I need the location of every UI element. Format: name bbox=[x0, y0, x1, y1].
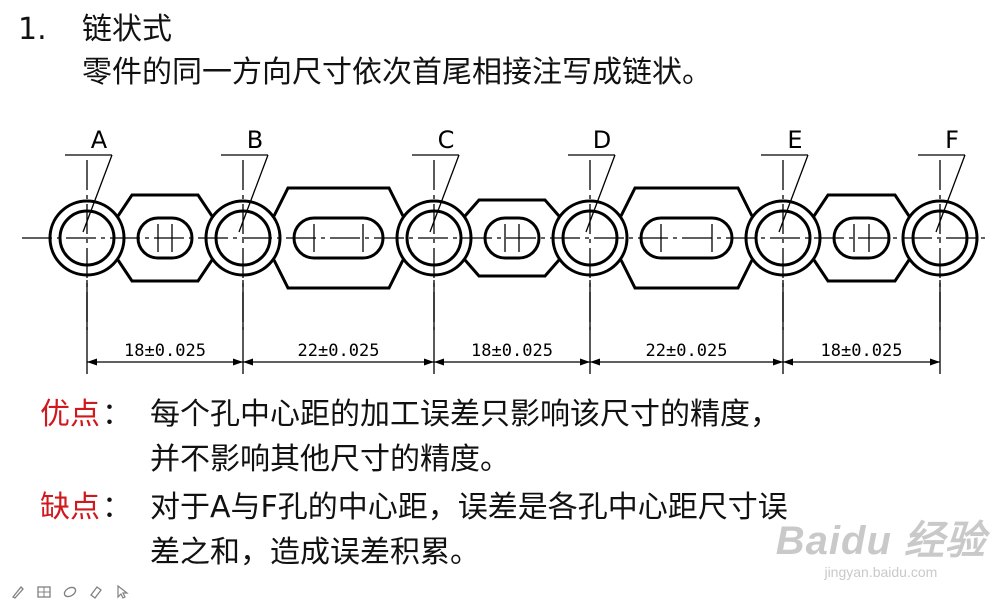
dimension-arrow-left-4 bbox=[590, 358, 600, 366]
baidu-watermark: Baidu 经验 jingyan.baidu.com bbox=[776, 518, 986, 580]
hole-label-E: E bbox=[787, 126, 802, 154]
grid-icon[interactable] bbox=[34, 582, 54, 602]
advantages-line1: 每个孔中心距的加工误差只影响该尺寸的精度， bbox=[150, 397, 780, 432]
hole-label-F: F bbox=[945, 126, 959, 154]
dimension-arrow-left-3 bbox=[434, 358, 444, 366]
pointer-icon[interactable] bbox=[112, 582, 132, 602]
watermark-logo: Baidu 经验 bbox=[775, 519, 986, 563]
pen-icon[interactable] bbox=[8, 582, 28, 602]
part-edge-bottom-5 bbox=[812, 259, 911, 283]
leader-line-E bbox=[778, 154, 809, 233]
diagram-labels: A B C D E F 18±0.025 22±0.025 18±0.025 22±0.025 18… bbox=[87, 126, 959, 366]
hole-label-B: B bbox=[247, 126, 263, 154]
disadvantages-line1: 对于A与F孔的中心距，误差是各孔中心距尺寸误 bbox=[150, 490, 788, 525]
dimension-text-2: 22±0.025 bbox=[298, 341, 380, 361]
eraser-icon[interactable] bbox=[60, 582, 80, 602]
dimension-arrow-right-2 bbox=[424, 358, 434, 366]
dimension-text-4: 22±0.025 bbox=[646, 341, 728, 361]
leader-line-F bbox=[935, 154, 966, 233]
heading-title: 链状式 bbox=[82, 12, 172, 47]
part-edge-bottom-1 bbox=[116, 259, 214, 283]
heading-description: 零件的同一方向尺寸依次首尾相接注写成链状。 bbox=[82, 55, 712, 90]
dimension-text-5: 18±0.025 bbox=[821, 341, 903, 361]
dimension-arrow-left-2 bbox=[243, 358, 253, 366]
slot-4 bbox=[639, 216, 734, 260]
watermark-url: jingyan.baidu.com bbox=[824, 564, 938, 580]
heading-number: 1. bbox=[18, 12, 47, 47]
dimension-arrow-right-3 bbox=[580, 358, 590, 366]
dimension-text-1: 18±0.025 bbox=[124, 341, 206, 361]
disadvantages-label: 缺点 bbox=[40, 490, 100, 525]
advantages-colon: ： bbox=[102, 397, 132, 432]
disadvantages-colon: ： bbox=[102, 490, 132, 525]
dimension-arrow-right-5 bbox=[930, 358, 940, 366]
slot-5 bbox=[832, 216, 891, 260]
construction-lines bbox=[22, 154, 985, 374]
part-edge-top-2 bbox=[272, 186, 405, 217]
part-edge-top-1 bbox=[116, 193, 214, 217]
part-edge-top-4 bbox=[619, 186, 754, 217]
part-edge-bottom-2 bbox=[272, 259, 405, 290]
hole-label-D: D bbox=[593, 126, 611, 154]
dimension-arrow-left-1 bbox=[87, 358, 97, 366]
part-edge-top-3 bbox=[463, 198, 561, 217]
slot-3 bbox=[483, 216, 541, 260]
dimension-arrow-left-5 bbox=[783, 358, 793, 366]
disadvantages-line2: 差之和，造成误差积累。 bbox=[150, 535, 480, 570]
slot-1 bbox=[136, 216, 194, 260]
hole-label-C: C bbox=[438, 126, 455, 154]
dimension-text-3: 18±0.025 bbox=[471, 341, 553, 361]
part-edge-bottom-4 bbox=[619, 259, 754, 290]
advantages-line2: 并不影响其他尺寸的精度。 bbox=[150, 442, 510, 477]
slot-2 bbox=[292, 216, 385, 260]
part-edge-top-5 bbox=[812, 193, 911, 217]
highlighter-icon[interactable] bbox=[86, 582, 106, 602]
leader-line-A bbox=[82, 154, 113, 233]
hole-label-A: A bbox=[91, 126, 108, 154]
dimension-arrow-right-4 bbox=[773, 358, 783, 366]
slideshow-toolbar bbox=[8, 580, 132, 604]
advantages-label: 优点 bbox=[40, 397, 100, 432]
dimension-arrow-right-1 bbox=[233, 358, 243, 366]
leader-line-C bbox=[429, 154, 460, 233]
leader-line-D bbox=[585, 154, 616, 233]
leader-line-B bbox=[238, 154, 269, 233]
chain-dimension-diagram: A B C D E F 18±0.025 22±0.025 18±0.025 22±0.025 18… bbox=[22, 126, 985, 374]
part-edge-bottom-3 bbox=[463, 259, 561, 278]
